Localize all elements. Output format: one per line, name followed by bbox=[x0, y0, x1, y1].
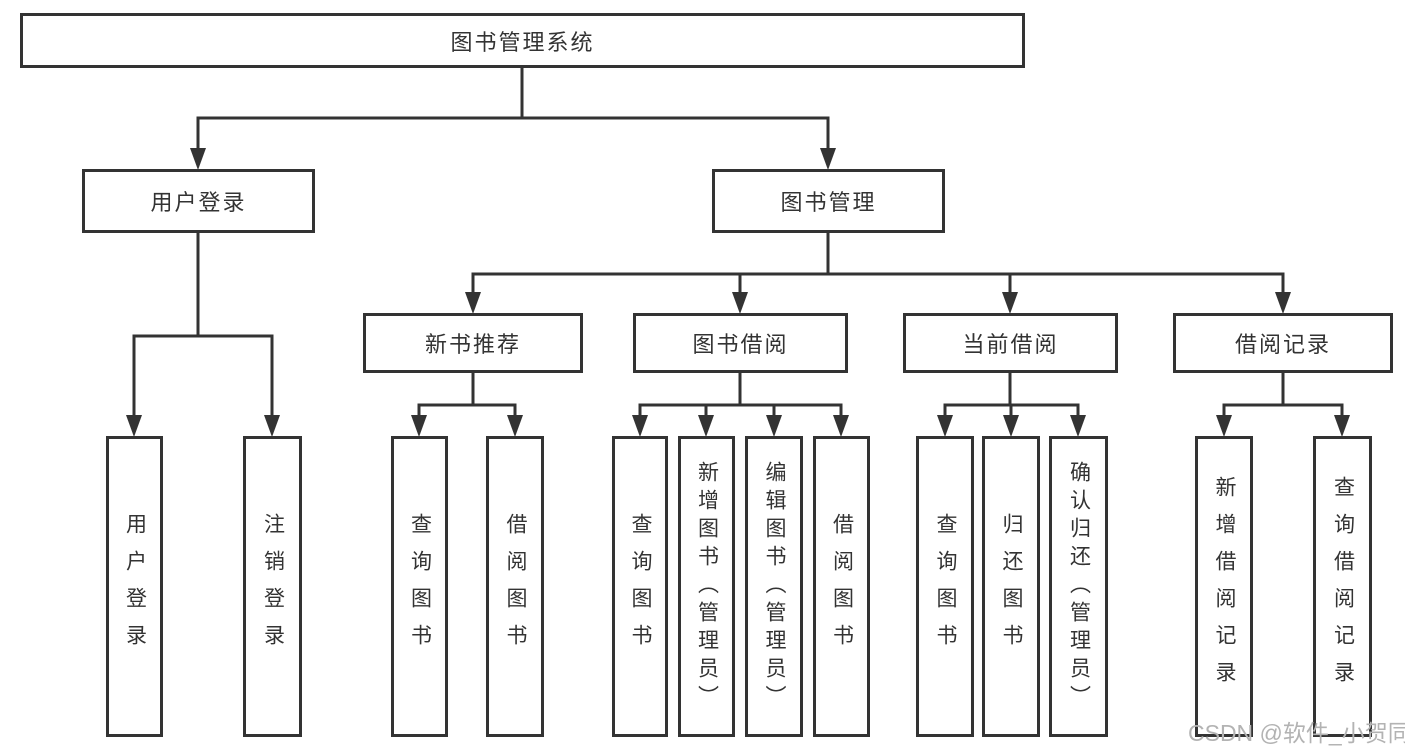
leaf-query-books-newbook: 查询图书 bbox=[391, 436, 448, 737]
node-current-borrow-label: 当前借阅 bbox=[962, 332, 1059, 357]
connector-current-to-leaves bbox=[943, 372, 1080, 418]
arrow-down-icon bbox=[766, 415, 782, 437]
leaf-query-books-borrow: 查询图书 bbox=[612, 436, 668, 737]
leaf-return-books: 归还图书 bbox=[982, 436, 1040, 737]
arrow-down-icon bbox=[732, 292, 748, 314]
arrow-down-icon bbox=[264, 415, 280, 437]
node-book-borrow: 图书借阅 bbox=[633, 313, 848, 373]
leaf-query-borrow-record: 查询借阅记录 bbox=[1313, 436, 1372, 737]
arrow-down-icon bbox=[190, 148, 206, 170]
arrow-down-icon bbox=[507, 415, 523, 437]
leaf-confirm-return-admin: 确认归还（管理员） bbox=[1049, 436, 1108, 737]
leaf-query-books-label: 查询图书 bbox=[629, 512, 652, 661]
leaf-borrow-books-newbook: 借阅图书 bbox=[486, 436, 544, 737]
leaf-query-books-label: 查询图书 bbox=[408, 512, 432, 661]
arrow-down-icon bbox=[632, 415, 648, 437]
arrow-down-icon bbox=[1216, 415, 1232, 437]
leaf-add-books-admin: 新增图书（管理员） bbox=[678, 436, 735, 737]
arrow-down-icon bbox=[833, 415, 849, 437]
arrow-down-icon bbox=[1334, 415, 1350, 437]
connector-root-to-level2 bbox=[196, 67, 830, 150]
arrow-down-icon bbox=[126, 415, 142, 437]
connector-borrow-to-leaves bbox=[638, 372, 843, 418]
node-user-login-label: 用户登录 bbox=[150, 190, 247, 215]
node-root-system: 图书管理系统 bbox=[20, 13, 1025, 68]
arrow-down-icon bbox=[411, 415, 427, 437]
leaf-logout: 注销登录 bbox=[243, 436, 302, 737]
leaf-user-login: 用户登录 bbox=[106, 436, 163, 737]
node-root-label: 图书管理系统 bbox=[450, 29, 595, 55]
node-book-management-label: 图书管理 bbox=[780, 190, 877, 215]
leaf-edit-books-admin: 编辑图书（管理员） bbox=[745, 436, 803, 737]
connector-records-to-leaves bbox=[1222, 372, 1344, 418]
node-new-book-recommend-label: 新书推荐 bbox=[424, 332, 521, 357]
leaf-add-borrow-record: 新增借阅记录 bbox=[1195, 436, 1253, 737]
arrow-down-icon bbox=[698, 415, 714, 437]
leaf-borrow-books: 借阅图书 bbox=[813, 436, 870, 737]
node-borrow-records-label: 借阅记录 bbox=[1234, 332, 1331, 357]
leaf-query-borrow-record-label: 查询借阅记录 bbox=[1331, 475, 1355, 698]
leaf-borrow-books-label: 借阅图书 bbox=[504, 512, 527, 661]
leaf-add-books-admin-label: 新增图书（管理员） bbox=[695, 460, 719, 713]
leaf-edit-books-admin-label: 编辑图书（管理员） bbox=[763, 460, 786, 713]
leaf-add-borrow-record-label: 新增借阅记录 bbox=[1213, 475, 1236, 698]
node-book-borrow-label: 图书借阅 bbox=[692, 332, 789, 357]
node-user-login: 用户登录 bbox=[82, 169, 315, 233]
leaf-query-books-current: 查询图书 bbox=[916, 436, 974, 737]
node-book-management: 图书管理 bbox=[712, 169, 945, 233]
csdn-watermark: CSDN @软件_小贺同学 bbox=[1188, 720, 1405, 746]
arrow-down-icon bbox=[1002, 292, 1018, 314]
leaf-return-books-label: 归还图书 bbox=[1000, 512, 1023, 661]
connector-login-to-leaves bbox=[132, 232, 274, 418]
arrow-down-icon bbox=[465, 292, 481, 314]
node-new-book-recommend: 新书推荐 bbox=[363, 313, 583, 373]
connector-mgmt-to-level3 bbox=[471, 232, 1285, 295]
connector-newbook-to-leaves bbox=[417, 372, 517, 418]
leaf-confirm-return-admin-label: 确认归还（管理员） bbox=[1067, 460, 1091, 713]
leaf-query-books-label: 查询图书 bbox=[934, 512, 957, 661]
node-current-borrow: 当前借阅 bbox=[903, 313, 1118, 373]
arrow-down-icon bbox=[820, 148, 836, 170]
leaf-logout-label: 注销登录 bbox=[261, 512, 285, 661]
leaf-borrow-books-label: 借阅图书 bbox=[830, 512, 854, 661]
arrow-down-icon bbox=[1070, 415, 1086, 437]
leaf-user-login-label: 用户登录 bbox=[123, 512, 147, 661]
node-borrow-records: 借阅记录 bbox=[1173, 313, 1393, 373]
arrow-down-icon bbox=[1003, 415, 1019, 437]
arrow-down-icon bbox=[937, 415, 953, 437]
arrow-down-icon bbox=[1275, 292, 1291, 314]
